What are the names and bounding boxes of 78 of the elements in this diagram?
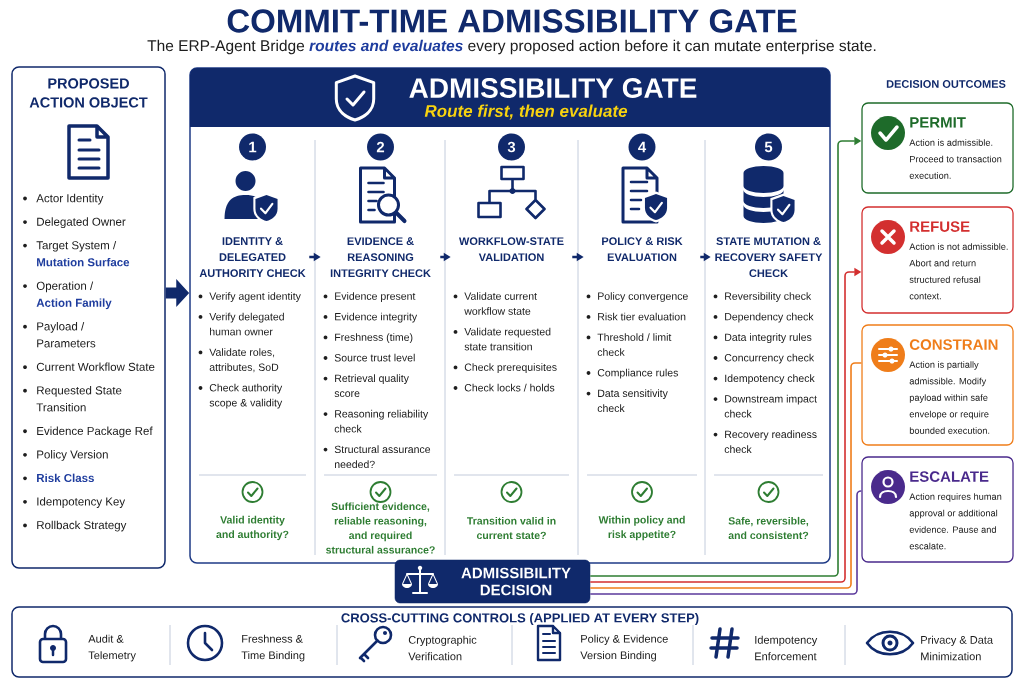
- section-heading: DECISION OUTCOMES: [886, 80, 1006, 88]
- list-item: Source trust level: [334, 353, 415, 362]
- list-item: Requested State Transition: [36, 386, 122, 412]
- list-item: Check prerequisites: [464, 363, 557, 373]
- list-item: Validate roles, attributes, SoD: [209, 348, 279, 373]
- title: COMMIT-TIME ADMISSIBILITY GATE: [227, 9, 797, 33]
- list-item: Risk Class: [37, 473, 94, 483]
- step-title: EVIDENCE & REASONING INTEGRITY CHECK: [330, 237, 431, 278]
- list-item: Dependency check: [725, 312, 814, 323]
- control-label: Policy & Evidence Version Binding: [580, 634, 668, 662]
- list-item: Rollback Strategy: [37, 520, 127, 532]
- result-question: Sufficient evidence, reliable reasoning, and required structural assurance?: [326, 502, 435, 554]
- list-item: Check authority scope & validity: [209, 383, 283, 409]
- list-item: Reasoning reliability check: [334, 409, 429, 433]
- list-item: Data integrity rules: [725, 333, 812, 343]
- panel-title: ADMISSIBILITY GATE: [409, 78, 697, 98]
- list-item: Operation / Action Family: [36, 281, 112, 310]
- list-item: Reversibility check: [725, 292, 812, 302]
- step-number: 2: [367, 133, 394, 161]
- list-item: Evidence integrity: [335, 312, 418, 323]
- list-item: Verify agent identity: [209, 292, 301, 302]
- outcome-title: REFUSE: [910, 221, 970, 232]
- list-item: Policy convergence: [598, 292, 688, 302]
- list-item: Idempotency Key: [37, 497, 126, 508]
- control-label: Audit & Telemetry: [88, 634, 136, 662]
- outcome-description: Action is partially admissible. Modify payload within safe envelope or require bounded execution.: [909, 361, 990, 434]
- result-question: Valid identity and authority?: [216, 515, 289, 541]
- list-item: Data sensitivity check: [597, 389, 668, 412]
- list-item: Idempotency check: [725, 374, 815, 385]
- outcome-description: Action is not admissible. Abort and return structured refusal context.: [909, 243, 1008, 300]
- control-label: Privacy & Data Minimization: [921, 635, 993, 661]
- decision-box: ADMISSIBILITY DECISION: [394, 559, 591, 604]
- list-item: Check locks / holds: [464, 383, 555, 392]
- panel-subtitle: Route first, then evaluate: [424, 104, 628, 120]
- list-item: Validate requested state transition: [464, 327, 551, 351]
- connector-line: [589, 490, 863, 595]
- outcome-title: ESCALATE: [910, 471, 989, 482]
- list-item: Freshness (time): [335, 333, 413, 343]
- list-item: Evidence present: [335, 292, 416, 302]
- control-label: Idempotency Enforcement: [755, 635, 818, 661]
- connector-line: [589, 362, 863, 589]
- step-title: IDENTITY & DELEGATED AUTHORITY CHECK: [199, 237, 306, 277]
- list-item: Delegated Owner: [37, 217, 126, 229]
- list-item: Current Workflow State: [36, 362, 155, 371]
- panel-heading: PROPOSED ACTION OBJECT: [29, 78, 148, 108]
- outcome-description: Action is admissible. Proceed to transaction execution.: [909, 139, 1002, 179]
- subtitle: The ERP-Agent Bridge routes and evaluates every proposed action before it can mutate enterprise state.: [147, 39, 876, 55]
- list-item: Retrieval quality score: [334, 374, 409, 397]
- list-item: Downstream impact check: [724, 394, 817, 418]
- list-item: Recovery readiness check: [724, 430, 817, 454]
- step-number: 1: [239, 133, 266, 161]
- result-question: Safe, reversible, and consistent?: [728, 516, 809, 540]
- list-item: Policy Version: [37, 450, 108, 461]
- step-number: 4: [628, 133, 656, 161]
- list-item: Payload / Parameters: [37, 321, 96, 348]
- step-title: POLICY & RISK EVALUATION: [602, 237, 683, 262]
- step-title: WORKFLOW-STATE VALIDATION: [459, 237, 564, 262]
- list-item: Verify delegated human owner: [209, 312, 284, 336]
- outcome-title: PERMIT: [910, 117, 966, 128]
- control-label: Freshness & Time Binding: [241, 634, 305, 662]
- list-item: Evidence Package Ref: [37, 426, 153, 438]
- control-label: Cryptographic Verification: [408, 635, 477, 661]
- step-number: 3: [498, 133, 525, 161]
- result-question: Within policy and risk appetite?: [598, 515, 685, 541]
- list-item: Structural assurance needed?: [334, 445, 431, 469]
- panel-heading: CROSS-CUTTING CONTROLS (APPLIED AT EVERY STEP): [341, 612, 699, 626]
- result-question: Transition valid in current state?: [467, 516, 556, 540]
- list-item: Threshold / limit check: [597, 333, 672, 356]
- list-item: Actor Identity: [36, 193, 104, 205]
- list-item: Compliance rules: [597, 368, 678, 379]
- step-title: STATE MUTATION & RECOVERY SAFETY CHECK: [715, 237, 823, 278]
- list-item: Risk tier evaluation: [598, 312, 686, 321]
- list-item: Target System / Mutation Surface: [36, 240, 130, 267]
- outcome-title: CONSTRAIN: [909, 339, 998, 350]
- step-number: 5: [755, 133, 782, 161]
- list-item: Concurrency check: [724, 353, 815, 364]
- list-item: Validate current workflow state: [464, 292, 537, 315]
- outcome-description: Action requires human approval or additional evidence. Pause and escalate.: [909, 493, 1002, 550]
